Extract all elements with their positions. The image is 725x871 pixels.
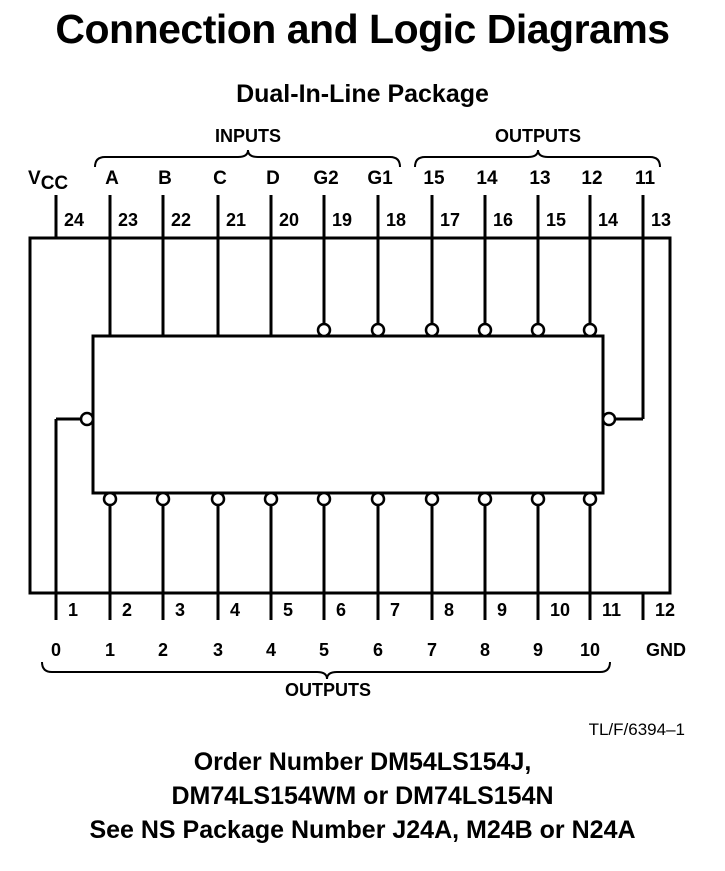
- top-pin-number-14: 14: [598, 210, 618, 230]
- top-pin-signal-14: 12: [581, 168, 602, 189]
- top-pin-number-13: 13: [651, 210, 671, 230]
- bottom-pin-number-9: 9: [497, 600, 507, 620]
- inversion-bubble-1: [79, 411, 95, 427]
- page-title: Connection and Logic Diagrams: [55, 6, 670, 52]
- bottom-pin-number-12: 12: [655, 600, 675, 620]
- top-pin-number-22: 22: [171, 210, 191, 230]
- inversion-bubble-3: [155, 491, 171, 507]
- top-pin-number-24: 24: [64, 210, 84, 230]
- order-line-1: Order Number DM54LS154J,: [193, 748, 532, 776]
- inputs-label: INPUTS: [214, 126, 281, 146]
- inversion-bubble-5: [263, 491, 279, 507]
- bottom-pin-signal-5: 4: [266, 640, 276, 660]
- top-pin-signal-17: 15: [423, 168, 445, 189]
- top-pin-number-17: 17: [440, 210, 460, 230]
- bottom-pin-number-5: 5: [283, 600, 293, 620]
- order-line-3: See NS Package Number J24A, M24B or N24A: [89, 816, 636, 844]
- bottom-pin-signal-3: 2: [158, 640, 168, 660]
- bottom-pin-number-7: 7: [390, 600, 400, 620]
- top-pin-signal-22: B: [158, 168, 172, 189]
- bottom-pin-signal-2: 1: [105, 640, 115, 660]
- bottom-pin-signal-8: 7: [427, 640, 437, 660]
- bottom-pin-signal-12: GND: [646, 640, 686, 660]
- inversion-bubble-10: [530, 491, 546, 507]
- inversion-bubble-13: [601, 411, 617, 427]
- outputs-top-label: OUTPUTS: [494, 126, 581, 146]
- outputs-bottom-brace: [41, 661, 611, 680]
- outputs-bottom-label: OUTPUTS: [284, 680, 371, 700]
- logic-block: [91, 334, 605, 495]
- bottom-pin-number-8: 8: [444, 600, 454, 620]
- inversion-bubble-8: [424, 491, 440, 507]
- inversion-bubble-14: [582, 322, 598, 338]
- bottom-pin-number-3: 3: [175, 600, 185, 620]
- inversion-bubble-19: [316, 322, 332, 338]
- inversion-bubble-15: [530, 322, 546, 338]
- inversion-bubble-17: [424, 322, 440, 338]
- inversion-bubble-6: [316, 491, 332, 507]
- inversion-bubble-18: [370, 322, 386, 338]
- top-pin-signal-23: A: [105, 168, 119, 189]
- top-pin-signal-13: 11: [635, 168, 656, 189]
- vcc-main: V: [28, 168, 41, 189]
- vcc-sub: CC: [40, 173, 69, 194]
- top-pin-signal-21: C: [213, 168, 227, 189]
- package-outline: [28, 236, 672, 595]
- bottom-pin-signal-11: 10: [580, 640, 600, 660]
- bottom-pin-number-2: 2: [122, 600, 132, 620]
- order-line-2: DM74LS154WM or DM74LS154N: [171, 782, 554, 810]
- bottom-pin-signal-10: 9: [533, 640, 543, 660]
- bottom-pin-signal-7: 6: [373, 640, 383, 660]
- inversion-bubble-2: [102, 491, 118, 507]
- top-pin-signal-19: G2: [313, 168, 338, 189]
- inversion-bubble-9: [477, 491, 493, 507]
- package-subtitle: Dual-In-Line Package: [236, 80, 489, 108]
- bottom-pin-number-10: 10: [550, 600, 570, 620]
- bottom-pin-number-4: 4: [230, 600, 240, 620]
- top-pin-number-18: 18: [386, 210, 406, 230]
- top-pin-number-16: 16: [493, 210, 513, 230]
- top-pin-signal-20: D: [266, 168, 280, 189]
- inversion-bubble-16: [477, 322, 493, 338]
- bottom-pin-number-6: 6: [336, 600, 346, 620]
- inversion-bubble-7: [370, 491, 386, 507]
- bottom-pin-signal-9: 8: [480, 640, 490, 660]
- top-pin-number-23: 23: [118, 210, 138, 230]
- bottom-pin-signal-6: 5: [319, 640, 329, 660]
- top-pin-signal-16: 14: [476, 168, 498, 189]
- bottom-pin-signal-4: 3: [213, 640, 223, 660]
- inputs-brace: [94, 149, 401, 168]
- inversion-bubble-11: [582, 491, 598, 507]
- top-pin-number-21: 21: [226, 210, 246, 230]
- top-pin-number-19: 19: [332, 210, 352, 230]
- top-pin-number-20: 20: [279, 210, 299, 230]
- bottom-pin-number-11: 11: [602, 600, 621, 620]
- figure-id: TL/F/6394–1: [588, 720, 685, 739]
- top-pin-signal-18: G1: [367, 168, 393, 189]
- bottom-pin-number-1: 1: [68, 600, 78, 620]
- vcc-label: VCC: [28, 168, 68, 194]
- top-pin-signal-15: 13: [529, 168, 550, 189]
- inversion-bubble-4: [210, 491, 226, 507]
- outputs-top-brace: [414, 149, 661, 168]
- bottom-pin-signal-1: 0: [51, 640, 61, 660]
- top-pin-number-15: 15: [546, 210, 566, 230]
